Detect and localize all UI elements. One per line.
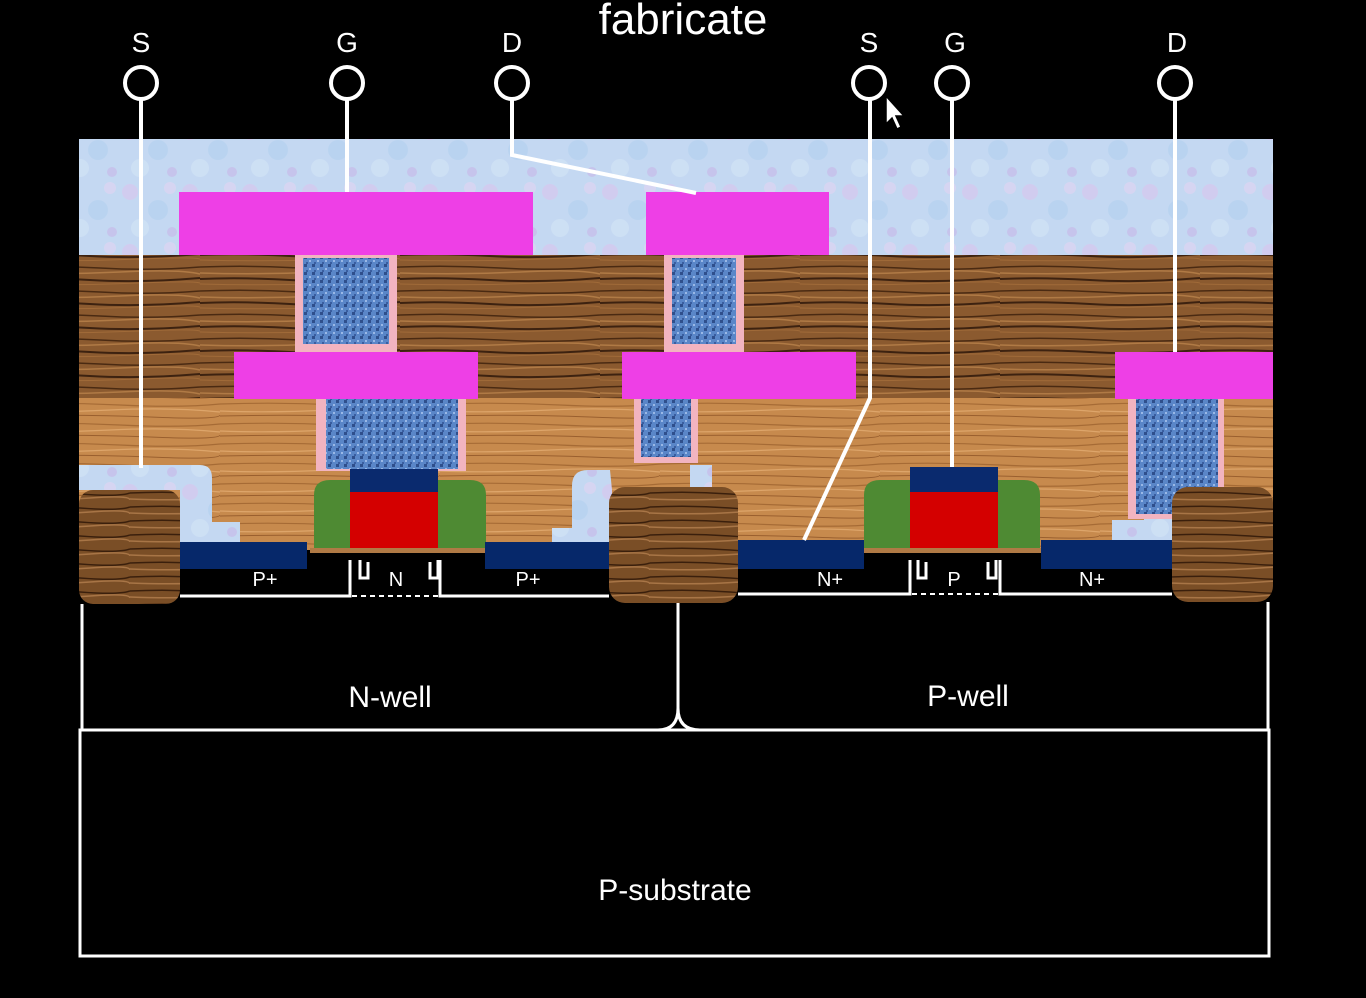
- nmos-drain-diffusion: [1041, 540, 1172, 569]
- nmos-drain-outline: [998, 560, 1172, 596]
- nmos-channel-region-label: P: [947, 569, 960, 591]
- p-well-label: P-well: [927, 680, 1009, 713]
- via2-right: [672, 258, 736, 344]
- pmos-gate-terminal[interactable]: [329, 65, 365, 101]
- nmos-source-label: S: [860, 27, 879, 58]
- metal1-pmos-gate: [234, 352, 478, 399]
- pmos-source-outline: [180, 560, 352, 598]
- metal2-drain-line: [646, 192, 829, 255]
- liner-mid-right: [690, 465, 712, 490]
- substrate-outline: [78, 728, 1271, 958]
- pmos-gate-poly: [350, 490, 438, 548]
- nmos-drain-region-label: N+: [1079, 569, 1105, 591]
- pmos-drain-outline: [438, 560, 609, 598]
- pmos-drain-diffusion: [485, 542, 612, 569]
- p-substrate-label: P-substrate: [598, 874, 751, 907]
- isolation-middle: [609, 487, 738, 603]
- contact-pmos-drain: [641, 399, 691, 457]
- nmos-gate-label: G: [944, 27, 966, 58]
- pmos-source-label: S: [132, 27, 151, 58]
- nmos-source-outline: [738, 560, 912, 596]
- pmos-gate-cap: [350, 469, 438, 492]
- nmos-source-diffusion: [738, 540, 864, 569]
- mouse-cursor-icon: [885, 94, 906, 131]
- pmos-drain-wire: [510, 99, 697, 195]
- nmos-source-region-label: N+: [817, 569, 843, 591]
- nmos-gate-oxide: [860, 548, 1044, 553]
- pmos-gate-label: G: [336, 27, 358, 58]
- pmos-drain-region-label: P+: [515, 569, 540, 591]
- isolation-left: [79, 490, 180, 604]
- pmos-source-diffusion: [180, 542, 307, 569]
- pmos-source-terminal[interactable]: [123, 65, 159, 101]
- nmos-drain-terminal[interactable]: [1157, 65, 1193, 101]
- pmos-channel-region-label: N: [389, 569, 403, 591]
- diagram-title: fabricate: [599, 0, 768, 44]
- nmos-source-wire: [802, 99, 872, 541]
- pmos-channel-outline: [358, 560, 440, 580]
- liner-left: [79, 465, 240, 545]
- metal1-shared-drain: [622, 352, 856, 399]
- nmos-drain-label: D: [1167, 27, 1187, 58]
- nmos-gate-poly: [910, 490, 998, 548]
- pmos-source-region-label: P+: [252, 569, 277, 591]
- metal2-gate-line: [179, 192, 533, 255]
- pmos-drain-label: D: [502, 27, 522, 58]
- nmos-source-terminal[interactable]: [851, 65, 887, 101]
- nmos-channel-outline: [916, 560, 998, 580]
- n-well-label: N-well: [348, 681, 431, 714]
- nmos-gate-cap: [910, 467, 998, 492]
- metal1-nmos-drain: [1115, 352, 1273, 399]
- pmos-drain-terminal[interactable]: [494, 65, 530, 101]
- liner-mid: [552, 470, 612, 545]
- via2-left: [303, 258, 389, 344]
- nmos-gate-terminal[interactable]: [934, 65, 970, 101]
- contact-pmos-gate: [326, 399, 458, 469]
- pmos-gate-oxide: [310, 548, 490, 553]
- isolation-right: [1172, 487, 1273, 602]
